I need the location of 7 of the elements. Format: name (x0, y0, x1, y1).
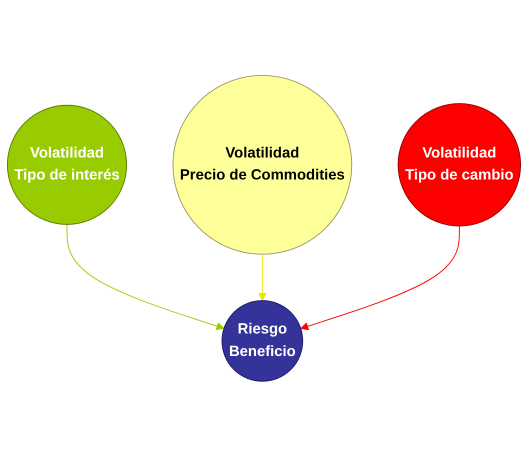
node-circle: Volatilidad Tipo de cambio (398, 103, 522, 227)
node-circle: Volatilidad Tipo de interés (6, 104, 128, 226)
arrow (66, 224, 224, 330)
arrow (300, 226, 460, 330)
node-circle: Riesgo Beneficio (222, 300, 304, 382)
node-circle: Volatilidad Precio de Commodities (172, 75, 352, 255)
arrow (258, 254, 266, 302)
